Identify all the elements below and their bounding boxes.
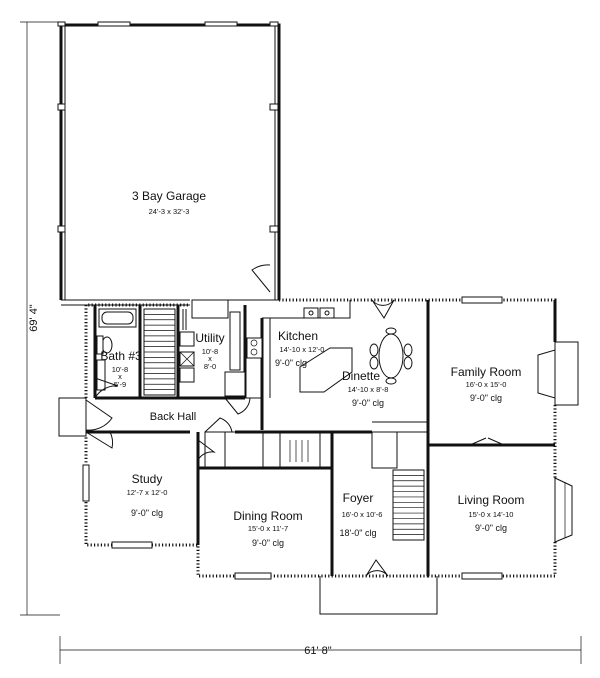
basement-stairs — [143, 308, 176, 396]
bay-window — [554, 477, 573, 543]
foyer-size: 16'-0 x 10'-6 — [342, 510, 383, 519]
family-room-size: 16'-0 x 15'-0 — [466, 380, 507, 389]
bath-fixtures — [96, 308, 137, 391]
living-room-label: Living Room — [458, 493, 525, 507]
study-size: 12'-7 x 12'-0 — [127, 488, 168, 497]
stair-outline — [371, 431, 398, 469]
kitchen-size: 14'-10 x 12'-0 — [280, 345, 325, 354]
fireplace — [537, 341, 579, 406]
bath-label: Bath #3 — [100, 349, 142, 363]
dining-room-size: 15'-0 x 11'-7 — [248, 524, 288, 533]
utility-fixtures — [179, 309, 246, 397]
utility-size-1: 10'-8 — [202, 347, 218, 356]
utility-size-x: x — [208, 354, 212, 363]
dining-room-clg: 9'-0" clg — [252, 538, 284, 548]
study-label: Study — [132, 472, 163, 486]
width-dimension-line — [59, 636, 582, 664]
stair-landing — [371, 431, 398, 469]
back-hall-entry-step — [58, 397, 87, 437]
overall-width-label: 61' 8" — [304, 645, 332, 657]
depth-dimension-line — [20, 21, 60, 616]
living-room-size: 15'-0 x 14'-10 — [469, 510, 514, 519]
family-room-label: Family Room — [451, 365, 522, 379]
dinette-label: Dinette — [342, 369, 380, 383]
bath-size-2: 5'-9 — [114, 380, 126, 389]
stair-outline — [392, 469, 425, 541]
garage-door-swing — [251, 264, 271, 293]
bath-size-x: x — [118, 372, 122, 381]
living-room-clg: 9'-0" clg — [475, 523, 507, 533]
utility-label: Utility — [195, 331, 224, 345]
foyer-clg: 18'-0" clg — [340, 528, 377, 538]
back-door-swing — [85, 399, 113, 431]
dinette-table — [369, 327, 413, 385]
utility-size-2: 8'-0 — [204, 362, 216, 371]
front-door-swing — [365, 559, 389, 577]
kitchen-island — [299, 347, 353, 393]
foyer-stairs — [392, 469, 425, 541]
dining-room-label: Dining Room — [233, 509, 302, 523]
garage-size: 24'-3 x 32'-3 — [149, 207, 190, 216]
exterior-walls — [84, 298, 557, 578]
back-hall-closets — [204, 431, 321, 469]
back-hall-label: Back Hall — [150, 411, 196, 423]
front-porch — [319, 576, 438, 615]
kitchen-clg: 9'-0" clg — [275, 358, 307, 368]
utility-door-swing — [191, 299, 229, 319]
bath-size-1: 10'-8 — [112, 365, 128, 374]
overall-depth-label: 69' 4" — [28, 304, 40, 332]
dinette-door-swing — [371, 299, 395, 319]
dinette-clg: 9'-0" clg — [352, 398, 384, 408]
interior-door-swings — [85, 397, 251, 461]
family-room-doors — [469, 437, 505, 446]
kitchen-counters — [246, 300, 351, 398]
garage-label: 3 Bay Garage — [132, 189, 206, 203]
family-room-clg: 9'-0" clg — [470, 393, 502, 403]
foyer-label: Foyer — [343, 491, 374, 505]
windows — [82, 296, 503, 580]
garage — [57, 21, 281, 306]
kitchen-label: Kitchen — [278, 329, 318, 343]
dinette-size: 14'-10 x 8'-8 — [348, 385, 389, 394]
study-clg: 9'-0" clg — [131, 508, 163, 518]
bath-door-swing — [94, 377, 119, 399]
